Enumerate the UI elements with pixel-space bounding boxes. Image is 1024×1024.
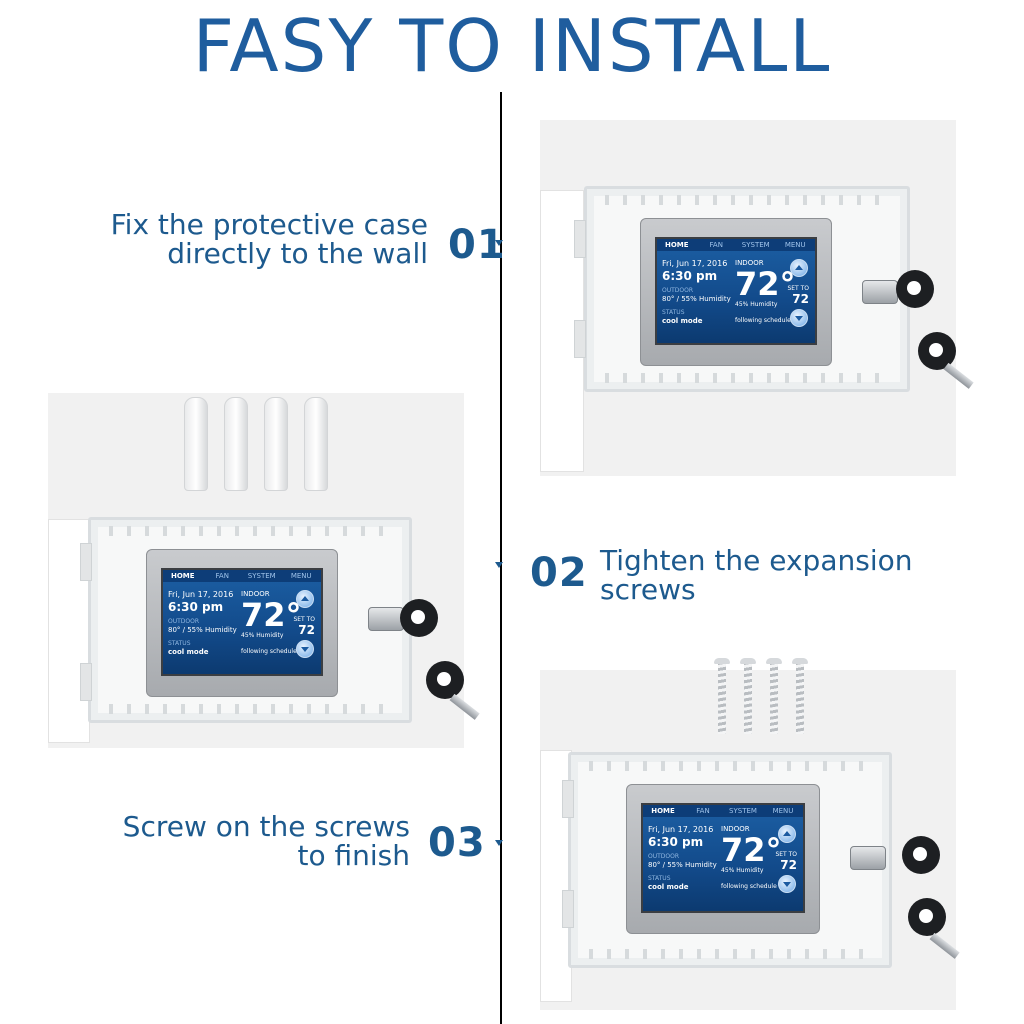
- screw-icon: [766, 658, 782, 734]
- step-02-number: 02: [530, 550, 588, 596]
- indoor-label: INDOOR: [721, 825, 750, 833]
- outdoor-label: OUTDOOR: [168, 618, 200, 625]
- outdoor-label: OUTDOOR: [662, 287, 694, 294]
- down-arrow-icon: [296, 640, 314, 658]
- indoor-label: INDOOR: [241, 590, 270, 598]
- step-03-text: Screw on the screws to finish: [122, 810, 410, 872]
- schedule-status: following schedule: [721, 883, 777, 890]
- status-label: STATUS: [662, 309, 685, 316]
- wall-anchor-icon: [264, 397, 288, 491]
- thermostat-time: 6:30 pm: [648, 835, 704, 849]
- mode-value: cool mode: [648, 883, 689, 891]
- hinge-icon: [80, 663, 92, 701]
- lock-icon: [862, 280, 898, 304]
- key-blade-icon: [943, 362, 974, 389]
- indoor-temp: 72°: [241, 596, 302, 634]
- hinge-icon: [574, 320, 586, 358]
- wall-anchor-icon: [304, 397, 328, 491]
- set-to-value: 72: [298, 623, 315, 637]
- step-03-number: 03: [428, 820, 486, 866]
- indoor-label: INDOOR: [735, 259, 764, 267]
- down-arrow-icon: [790, 309, 808, 327]
- wall-anchor-icon: [224, 397, 248, 491]
- set-to-label: SET TO: [775, 851, 797, 858]
- mode-value: cool mode: [662, 317, 703, 325]
- thermostat-date: Fri, Jun 17, 2016: [662, 259, 728, 268]
- key-blade-icon: [929, 932, 960, 959]
- indoor-humidity: 45% Humidity: [721, 867, 764, 874]
- timeline-arrow-01: [495, 240, 503, 246]
- key-icon: [902, 836, 940, 874]
- outdoor-label: OUTDOOR: [648, 853, 680, 860]
- up-arrow-icon: [778, 825, 796, 843]
- timeline-arrow-02: [495, 562, 503, 568]
- schedule-status: following schedule: [735, 317, 791, 324]
- thermostat-date: Fri, Jun 17, 2016: [168, 590, 234, 599]
- thermostat-time: 6:30 pm: [662, 269, 718, 283]
- outdoor-value: 80° / 55% Humidity: [168, 626, 237, 634]
- indoor-temp: 72°: [735, 265, 796, 303]
- hinge-icon: [562, 780, 574, 818]
- set-to-value: 72: [780, 858, 797, 872]
- screw-icon: [792, 658, 808, 734]
- wall-anchor-icon: [184, 397, 208, 491]
- page-title: FASY TO INSTALL: [192, 4, 832, 88]
- step-02-text: Tighten the expansion screws: [600, 544, 913, 606]
- down-arrow-icon: [778, 875, 796, 893]
- set-to-label: SET TO: [787, 285, 809, 292]
- timeline-divider: [500, 92, 502, 1024]
- status-label: STATUS: [168, 640, 191, 647]
- key-icon: [400, 599, 438, 637]
- hinge-icon: [80, 543, 92, 581]
- status-label: STATUS: [648, 875, 671, 882]
- key-icon: [426, 661, 464, 699]
- thermostat-time: 6:30 pm: [168, 600, 224, 614]
- outdoor-value: 80° / 55% Humidity: [662, 295, 731, 303]
- set-to-value: 72: [792, 292, 809, 306]
- up-arrow-icon: [296, 590, 314, 608]
- outdoor-value: 80° / 55% Humidity: [648, 861, 717, 869]
- screw-icon: [740, 658, 756, 734]
- schedule-status: following schedule: [241, 648, 297, 655]
- key-blade-icon: [449, 693, 480, 720]
- screw-icon: [714, 658, 730, 734]
- step-01-number: 01: [448, 222, 506, 268]
- up-arrow-icon: [790, 259, 808, 277]
- indoor-humidity: 45% Humidity: [241, 632, 284, 639]
- hinge-icon: [574, 220, 586, 258]
- thermostat-date: Fri, Jun 17, 2016: [648, 825, 714, 834]
- lock-icon: [368, 607, 404, 631]
- set-to-label: SET TO: [293, 616, 315, 623]
- indoor-humidity: 45% Humidity: [735, 301, 778, 308]
- hinge-icon: [562, 890, 574, 928]
- indoor-temp: 72°: [721, 831, 782, 869]
- key-icon: [896, 270, 934, 308]
- lock-icon: [850, 846, 886, 870]
- key-icon: [908, 898, 946, 936]
- timeline-arrow-03: [495, 840, 503, 846]
- mode-value: cool mode: [168, 648, 209, 656]
- step-01-text: Fix the protective case directly to the …: [110, 208, 428, 270]
